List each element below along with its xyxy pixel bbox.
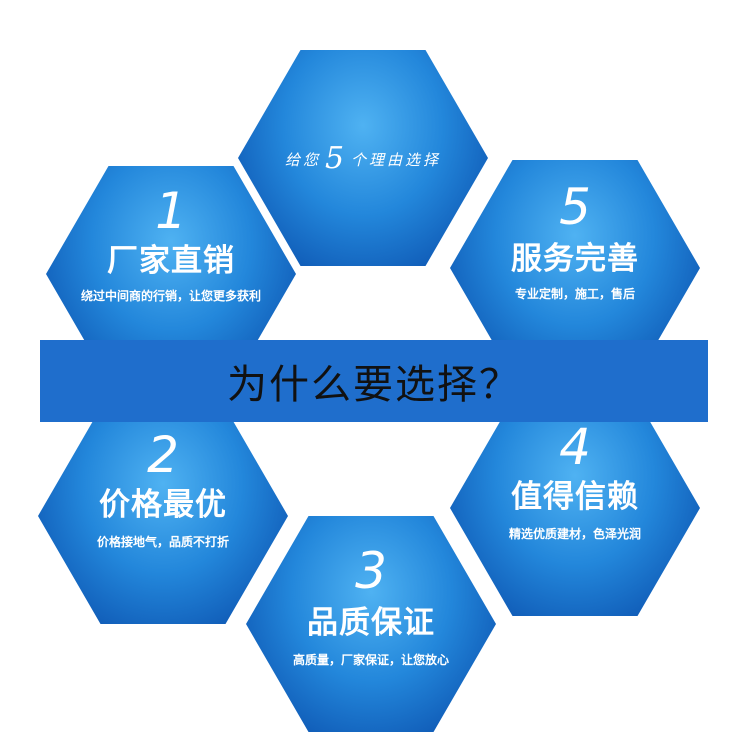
reason-3-number: 3 [355,542,387,600]
reason-1-title: 厂家直销 [107,243,235,279]
reason-4-subtitle: 精选优质建材，色泽光润 [508,527,641,541]
reason-5-title: 服务完善 [511,241,639,277]
reason-1-subtitle: 绕过中间商的行销，让您更多获利 [80,289,261,303]
center-banner: 为什么要选择？ [40,340,708,422]
reason-1-number: 1 [155,182,187,240]
hex-reason-4: 4 值得信赖 精选优质建材，色泽光润 [450,400,700,616]
reason-5-number: 5 [559,178,591,236]
reason-4-title: 值得信赖 [511,479,639,515]
reason-4-number: 4 [559,418,591,476]
reason-2-number: 2 [147,426,179,484]
hex-reason-3: 3 品质保证 高质量，厂家保证，让您放心 [246,516,496,732]
reason-3-title: 品质保证 [307,605,435,641]
banner-text: 为什么要选择？ [227,362,521,408]
intro-prefix: 给您 [284,151,321,169]
reason-3-subtitle: 高质量，厂家保证，让您放心 [292,653,449,667]
intro-number: 5 [324,141,348,176]
reason-2-title: 价格最优 [99,487,227,523]
reason-5-subtitle: 专业定制，施工，售后 [514,287,635,301]
hex-reason-2: 2 价格最优 价格接地气，品质不打折 [38,408,288,624]
intro-suffix: 个理由选择 [351,151,442,169]
reason-2-subtitle: 价格接地气，品质不打折 [96,535,229,549]
